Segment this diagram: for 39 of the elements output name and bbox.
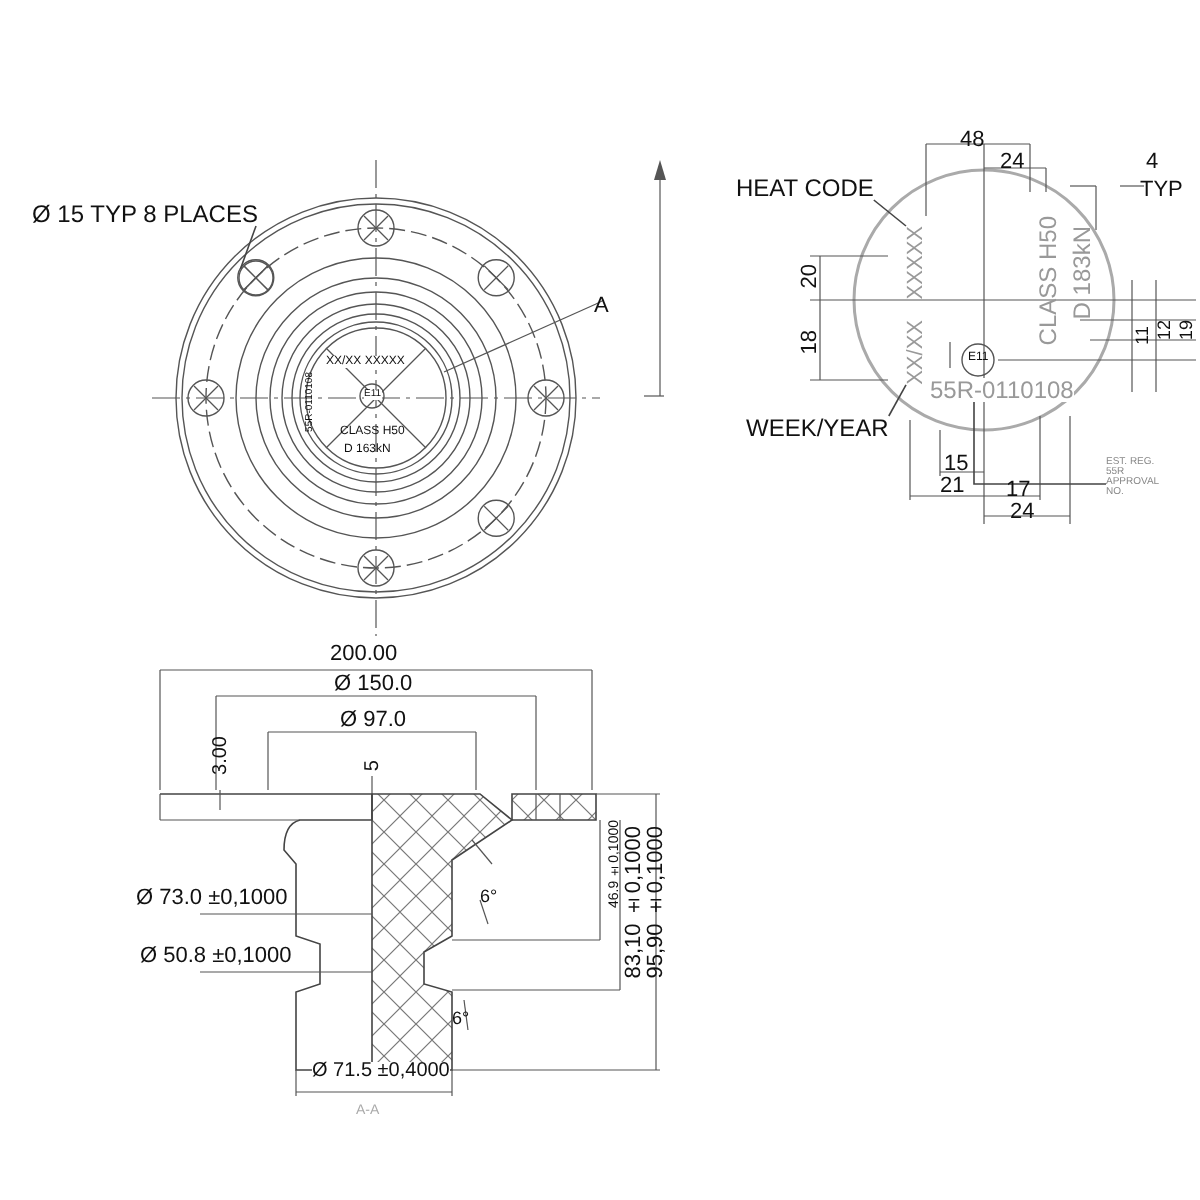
dimension-value: 15 (944, 454, 969, 476)
tolerance-dimension: 95,90 ±0,1000 (646, 826, 668, 979)
load-marking: D 183kN (1070, 226, 1094, 320)
diameter-dimension: Ø 50.8 ±0,1000 (140, 946, 292, 968)
leader-line (888, 384, 907, 417)
diameter-dimension: Ø 150.0 (334, 674, 413, 696)
dimension-value: 200.00 (330, 644, 398, 666)
leader-line (973, 401, 1107, 485)
bolt-hole (238, 260, 274, 296)
section-marker: A (594, 296, 609, 318)
angle-value: 6° (452, 1010, 470, 1028)
leader-line (873, 199, 907, 227)
class-marking: CLASS H50 (1036, 216, 1060, 346)
dimension-value: 12 (1156, 320, 1174, 341)
dimension-value: 17 (1006, 480, 1031, 502)
angle-value: 6° (480, 888, 498, 906)
dimension-value: 5 (364, 760, 384, 772)
callout-text: WEEK/YEAR (746, 416, 889, 440)
diameter-dimension: Ø 71.5 ±0,4000 (312, 1062, 450, 1082)
diameter-dimension: Ø 97.0 (340, 710, 407, 732)
dimension-value: 4 (1146, 152, 1159, 174)
dimension-note: TYP (1140, 180, 1183, 202)
dimension-value: 11 (1134, 326, 1152, 345)
callout-text: HEAT CODE (736, 176, 874, 200)
tolerance-dimension: 83,10 ±0,1000 (624, 826, 646, 979)
callout-text: Ø 15 TYP 8 PLACES (32, 202, 258, 226)
dimension-value: 21 (940, 476, 965, 498)
dimension-value: 3.00 (212, 736, 232, 775)
diameter-dimension: Ø 73.0 ±0,1000 (136, 888, 288, 910)
marking-text: XXXXX (906, 226, 928, 300)
dimension-value: 24 (1010, 502, 1035, 524)
dimension-value: 20 (800, 264, 822, 289)
dimension-value: 48 (960, 130, 985, 152)
dimension-value: 19 (1178, 320, 1196, 341)
dimension-value: 18 (800, 330, 822, 355)
dimension-value: 24 (1000, 152, 1025, 174)
leader-line (239, 225, 257, 270)
marking-text: XX/XX (906, 320, 928, 385)
approval-number: 55R-0110108 (930, 378, 1074, 402)
